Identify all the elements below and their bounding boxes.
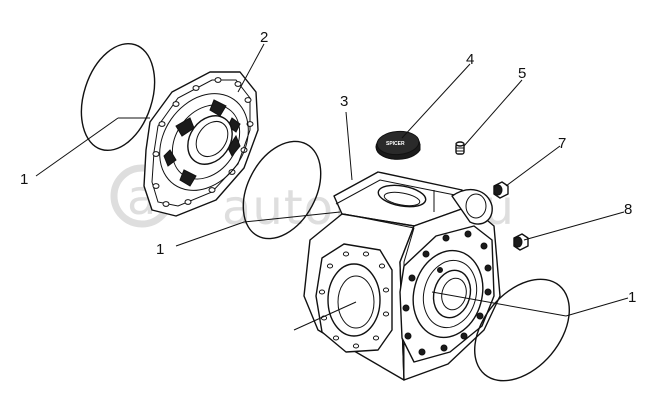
callout-7: 7: [558, 135, 566, 152]
callout-2: 2: [260, 29, 268, 46]
plug-cap: SPICER: [375, 130, 421, 160]
gasket-right: [473, 278, 571, 382]
cap-marking: SPICER: [386, 141, 405, 147]
callout-8: 8: [624, 201, 632, 218]
callout-1-right: 1: [628, 289, 636, 306]
drain-plug-lower: [513, 233, 529, 251]
gasket-middle: [242, 140, 322, 240]
cover-flange: [143, 71, 259, 217]
callout-4: 4: [466, 51, 474, 68]
callout-5: 5: [518, 65, 526, 82]
callout-3: 3: [340, 93, 348, 110]
callouts: 1 2 1 3 4 5 7 8 1: [20, 29, 636, 306]
drain-plug-upper: [493, 181, 509, 199]
callout-1-left: 1: [20, 171, 28, 188]
axle-housing: [303, 171, 501, 381]
callout-1-middle: 1: [156, 241, 164, 258]
breather-vent: [455, 141, 465, 155]
gasket-left: [80, 42, 156, 152]
leader-lines: [35, 43, 629, 331]
